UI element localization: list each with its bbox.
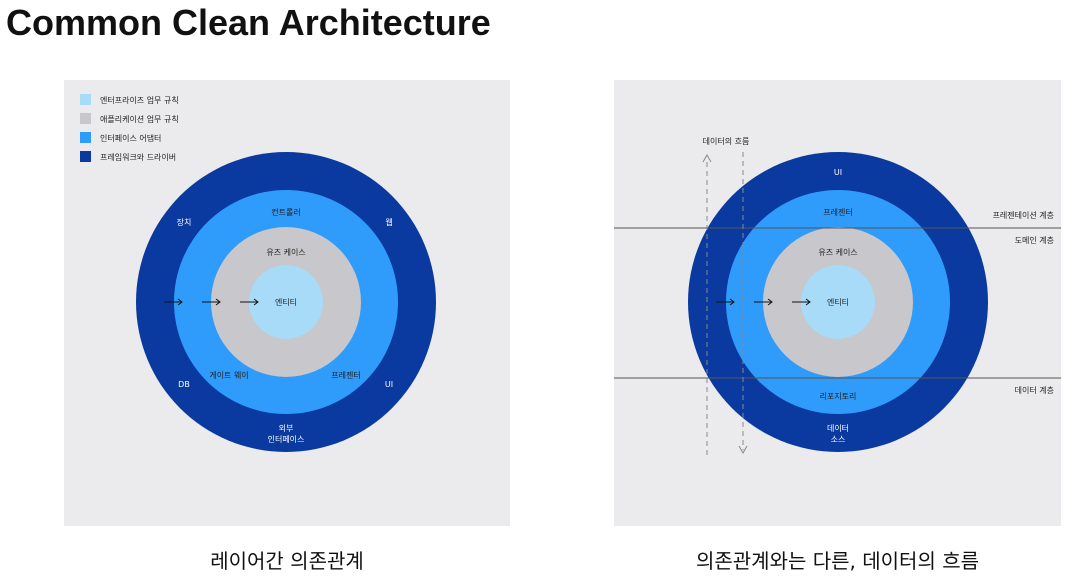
- label-gateway: 게이트 웨이: [209, 370, 248, 380]
- legend-swatch-application: [80, 113, 91, 124]
- legend-label-interface: 인터페이스 어댑터: [100, 133, 161, 143]
- caption-layer-dependency: 레이어간 의존관계: [210, 549, 364, 573]
- data-flow-diagram: 데이터의 흐름 UI 프레젠터 유즈 케이스 엔티티 리포지토리 데이터 소스 …: [614, 136, 1061, 455]
- label-device: 장치: [177, 217, 192, 227]
- arrow-up-icon: [702, 153, 712, 163]
- legend-label-enterprise: 엔터프라이즈 업무 규칙: [100, 95, 179, 105]
- legend-swatch-interface: [80, 132, 91, 143]
- arrow-right-icon: [164, 298, 183, 306]
- label-presenter: 프레젠터: [823, 208, 852, 217]
- layer-dependency-diagram: 엔터프라이즈 업무 규칙 애플리케이션 업무 규칙 인터페이스 어댑터 프레임워…: [80, 94, 436, 452]
- label-usecase: 유즈 케이스: [266, 247, 305, 257]
- caption-data-flow: 의존관계와는 다른, 데이터의 흐름: [695, 549, 980, 573]
- legend-label-frameworks: 프레임워크와 드라이버: [100, 152, 176, 162]
- label-data-flow: 데이터의 흐름: [703, 136, 750, 146]
- arrow-right-icon: [240, 298, 259, 306]
- dependency-arrows: [164, 298, 259, 306]
- label-datasource-line1: 데이터: [827, 423, 849, 433]
- label-layer-data: 데이터 계층: [1015, 385, 1054, 395]
- legend-swatch-enterprise: [80, 94, 91, 105]
- arrow-down-icon: [738, 445, 748, 455]
- layer-dependency-panel: 엔터프라이즈 업무 규칙 애플리케이션 업무 규칙 인터페이스 어댑터 프레임워…: [64, 80, 510, 526]
- label-layer-domain: 도메인 계층: [1015, 235, 1054, 245]
- label-external-line2: 인터페이스: [268, 434, 305, 444]
- legend-swatch-frameworks: [80, 151, 91, 162]
- label-ui: UI: [834, 168, 842, 177]
- legend: 엔터프라이즈 업무 규칙 애플리케이션 업무 규칙 인터페이스 어댑터 프레임워…: [80, 94, 179, 162]
- label-layer-presentation: 프레젠테이션 계층: [993, 210, 1054, 220]
- data-flow-arrows: [702, 152, 748, 455]
- label-ui: UI: [385, 380, 393, 389]
- label-usecase: 유즈 케이스: [818, 247, 857, 257]
- label-controller: 컨트롤러: [271, 207, 300, 217]
- data-flow-panel: 데이터의 흐름 UI 프레젠터 유즈 케이스 엔티티 리포지토리 데이터 소스 …: [614, 80, 1061, 526]
- legend-label-application: 애플리케이션 업무 규칙: [100, 114, 179, 124]
- label-entity: 엔티티: [827, 297, 849, 307]
- ring-entity: [801, 265, 875, 339]
- arrow-right-icon: [754, 298, 773, 306]
- label-web: 웹: [385, 218, 392, 227]
- label-repository: 리포지토리: [820, 392, 857, 401]
- label-external-line1: 외부: [279, 423, 294, 433]
- arrow-right-icon: [202, 298, 221, 306]
- ring-enterprise-rules: [249, 265, 323, 339]
- arrow-right-icon: [792, 298, 811, 306]
- label-datasource-line2: 소스: [831, 435, 846, 444]
- arrow-right-icon: [716, 298, 735, 306]
- label-presenter: 프레젠터: [331, 371, 360, 380]
- label-db: DB: [178, 380, 190, 389]
- page-title: Common Clean Architecture: [6, 2, 491, 43]
- dependency-arrows: [716, 298, 811, 306]
- label-entity: 엔티티: [275, 297, 297, 307]
